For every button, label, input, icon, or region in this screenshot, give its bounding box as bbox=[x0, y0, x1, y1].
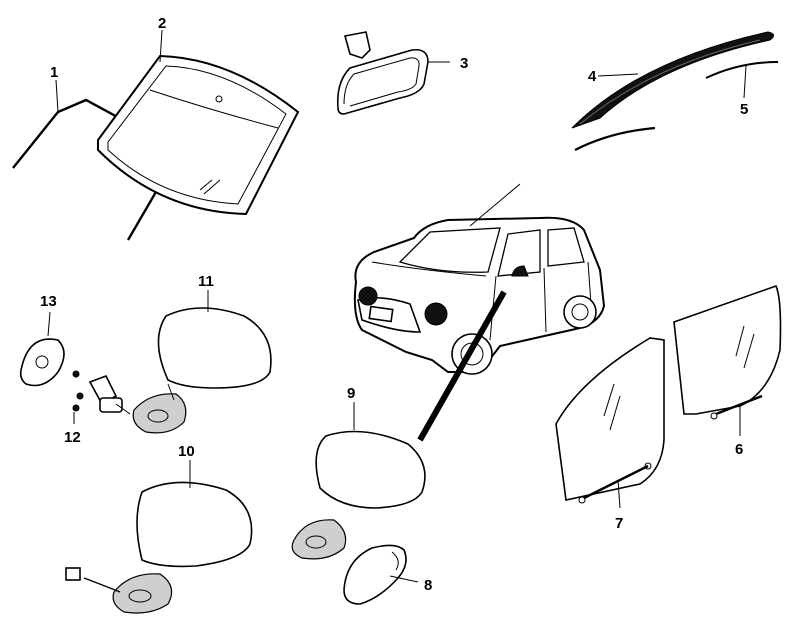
windshield bbox=[97, 29, 300, 216]
callout-9: 9 bbox=[347, 385, 355, 402]
front-door-glass-7 bbox=[555, 337, 665, 509]
callout-6: 6 bbox=[735, 441, 743, 458]
inside-rearview-mirror bbox=[336, 31, 450, 115]
mirror-motor-12 bbox=[72, 370, 131, 424]
outside-mirror-10 bbox=[65, 460, 253, 614]
roof-molding bbox=[705, 61, 779, 99]
roof-glass bbox=[571, 31, 774, 151]
callout-11: 11 bbox=[198, 273, 214, 290]
outside-mirror-9 bbox=[291, 402, 426, 560]
callout-13: 13 bbox=[40, 293, 57, 310]
callout-12: 12 bbox=[64, 429, 81, 446]
callout-8: 8 bbox=[424, 577, 432, 594]
mirror-cover-8 bbox=[343, 544, 419, 605]
rear-door-glass-6 bbox=[673, 284, 782, 436]
callout-10: 10 bbox=[178, 443, 195, 460]
outside-mirror-11 bbox=[132, 290, 272, 434]
callout-2: 2 bbox=[158, 15, 166, 32]
callout-5: 5 bbox=[740, 101, 748, 118]
callout-7: 7 bbox=[615, 515, 623, 532]
mirror-glass-13 bbox=[19, 311, 65, 387]
callout-3: 3 bbox=[460, 55, 468, 72]
callout-1: 1 bbox=[50, 64, 58, 81]
callout-4: 4 bbox=[588, 68, 597, 85]
vehicle-illustration bbox=[353, 183, 606, 442]
